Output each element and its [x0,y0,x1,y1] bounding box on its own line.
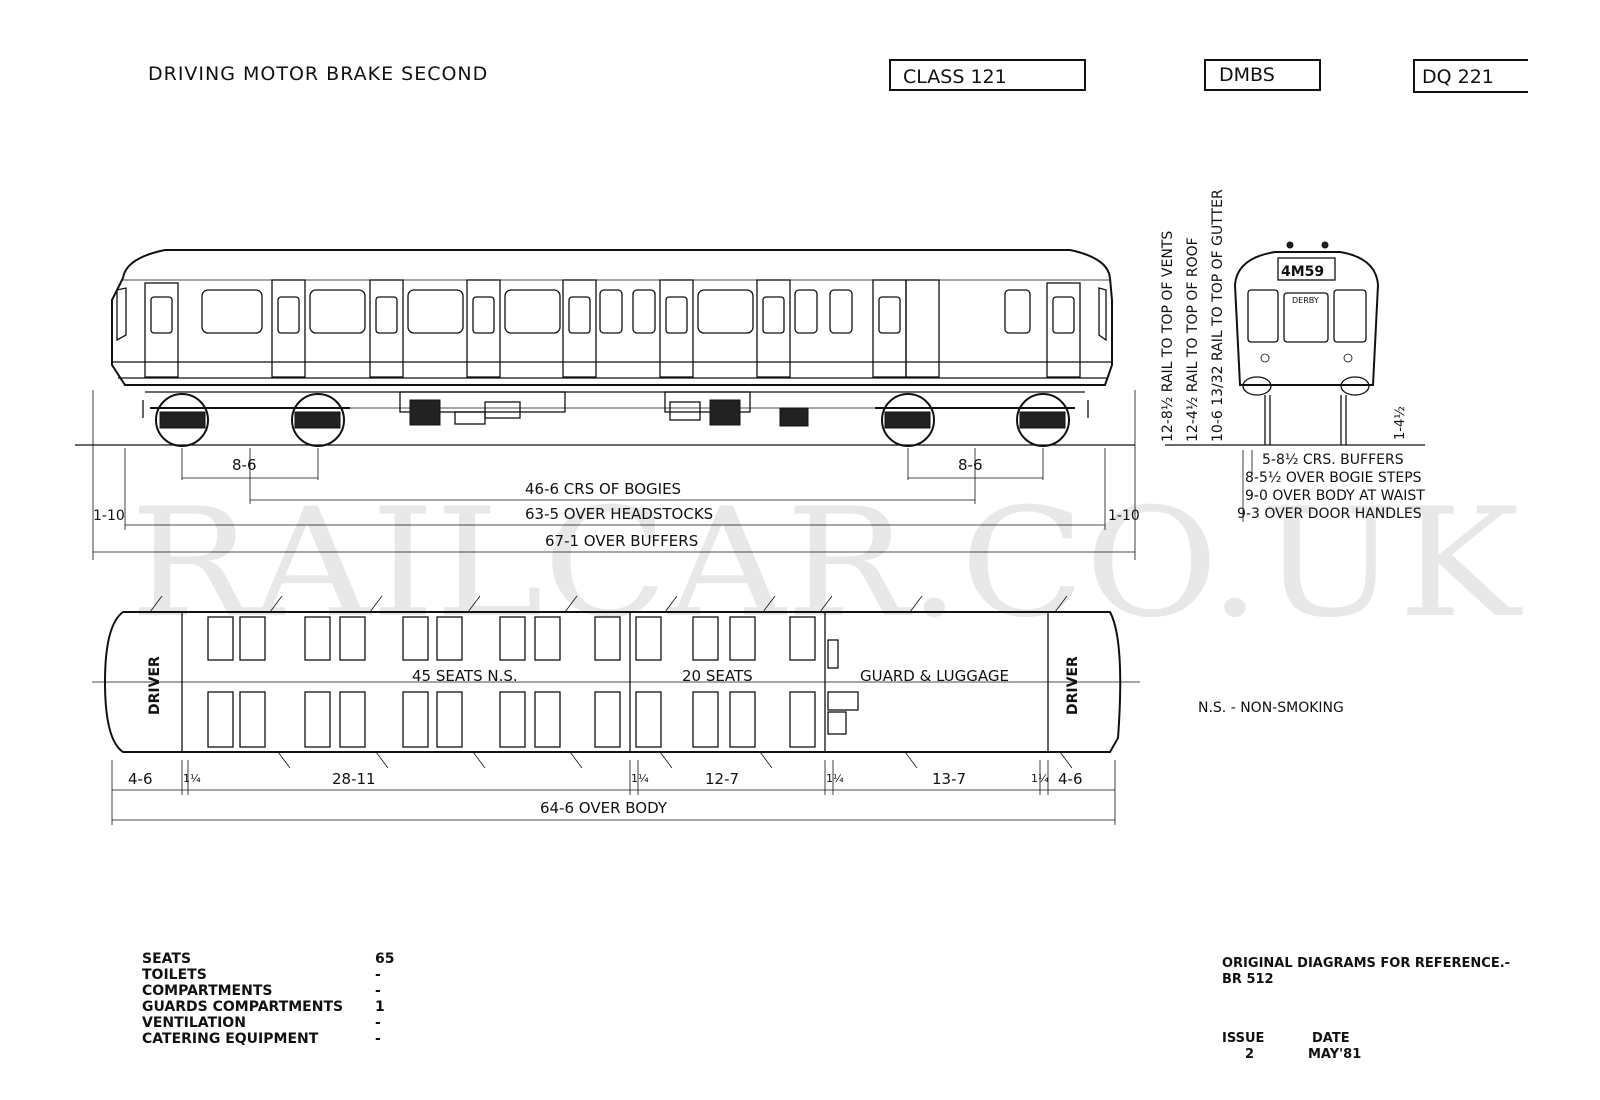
bogie-right [875,393,1089,447]
dim-bogie-right: 8-6 [958,456,983,474]
spec-label-0: SEATS [142,951,191,967]
driver-right-label: DRIVER [1065,656,1081,715]
width-labels: 5-8½ CRS. BUFFERS 8-5½ OVER BOGIE STEPS … [1237,450,1425,522]
spec-label-2: COMPARTMENTS [142,983,272,999]
reference-line2: BR 512 [1222,972,1274,987]
date-label: DATE [1312,1031,1350,1046]
spec-value-2: - [375,983,381,999]
height-roof: 12-4½ RAIL TO TOP OF ROOF [1185,237,1201,442]
diagram-ref: DQ 221 [1422,66,1494,88]
plan-dim-3: 1¼ [631,772,649,785]
dim-buffer-right: 1-10 [1108,508,1140,524]
page-title: DRIVING MOTOR BRAKE SECOND [148,63,488,85]
plan-dim-8: 4-6 [1058,770,1083,788]
height-gutter: 10-6 13/32 RAIL TO TOP OF GUTTER [1210,189,1226,442]
width-bogie-steps: 8-5½ OVER BOGIE STEPS [1245,470,1422,486]
dim-over-body: 64-6 OVER BODY [540,799,668,817]
seats-ns-label: 45 SEATS N.S. [412,667,518,685]
spec-label-1: TOILETS [142,967,207,983]
spec-value-4: - [375,1015,381,1031]
diagram-ref-box: DQ 221 [1413,59,1528,93]
height-labels: 12-8½ RAIL TO TOP OF VENTS 12-4½ RAIL TO… [1160,189,1408,442]
width-buffers: 5-8½ CRS. BUFFERS [1262,452,1404,468]
type-box: DMBS [1204,59,1321,91]
side-dimensions: 8-6 8-6 46-6 CRS OF BOGIES 63-5 OVER HEA… [92,390,1140,560]
width-door-handles: 9-3 OVER DOOR HANDLES [1237,506,1422,522]
watermark: RAILCAR.CO.UK [130,477,1523,651]
spec-label-3: GUARDS COMPARTMENTS [142,999,343,1015]
plan-dim-5: 1¼ [826,772,844,785]
dim-buffer-left: 1-10 [93,508,125,524]
plan-dim-4: 12-7 [705,770,739,788]
plan-dimensions: 4-6 1¼ 28-11 1¼ 12-7 1¼ 13-7 1¼ 4-6 64-6… [111,760,1116,825]
issue-label: ISSUE [1222,1031,1264,1046]
headcode: 4M59 [1281,264,1324,280]
dim-headstocks: 63-5 OVER HEADSTOCKS [525,505,713,523]
ns-legend: N.S. - NON-SMOKING [1198,700,1344,716]
spec-label-4: VENTILATION [142,1015,246,1031]
class-box: CLASS 121 [889,59,1086,91]
destination: DERBY [1292,296,1319,305]
seats-lower [207,691,816,748]
plan-dim-1: 1¼ [183,772,201,785]
plan-dim-2: 28-11 [332,770,376,788]
spec-value-5: - [375,1031,381,1047]
seats-20-label: 20 SEATS [682,667,753,685]
spec-value-0: 65 [375,951,394,967]
dim-bogie-left: 8-6 [232,456,257,474]
dim-over-buffers: 67-1 OVER BUFFERS [545,532,698,550]
plan-view: DRIVER DRIVER 45 SEATS N.S. 20 SEATS GUA… [92,595,1140,769]
bogie-left [142,393,350,447]
spec-value-3: 1 [375,999,385,1015]
plan-dim-6: 13-7 [932,770,966,788]
type-code: DMBS [1219,64,1275,86]
side-elevation [75,249,1425,447]
specs-table: SEATS 65 TOILETS - COMPARTMENTS - GUARDS… [142,951,394,1047]
date-value: MAY'81 [1308,1047,1361,1062]
width-body-waist: 9-0 OVER BODY AT WAIST [1245,488,1425,504]
reference-block: ORIGINAL DIAGRAMS FOR REFERENCE.- BR 512… [1222,956,1510,1062]
class-label: CLASS 121 [903,66,1007,88]
front-view: 4M59 DERBY [1233,241,1380,445]
guard-label: GUARD & LUGGAGE [860,667,1009,685]
small-height-dim: 1-4½ [1393,406,1408,440]
driver-left-label: DRIVER [147,656,163,715]
spec-label-5: CATERING EQUIPMENT [142,1031,319,1047]
issue-value: 2 [1245,1047,1254,1062]
plan-dim-7: 1¼ [1031,772,1049,785]
spec-value-1: - [375,967,381,983]
plan-dim-0: 4-6 [128,770,153,788]
reference-line1: ORIGINAL DIAGRAMS FOR REFERENCE.- [1222,956,1510,971]
seats-upper [207,616,816,661]
height-vents: 12-8½ RAIL TO TOP OF VENTS [1160,231,1176,442]
dim-bogie-centres: 46-6 CRS OF BOGIES [525,480,681,498]
